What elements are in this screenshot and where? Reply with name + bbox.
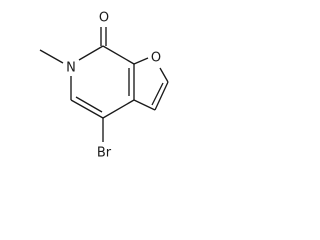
bond-c4-c3a	[102, 99, 135, 119]
atom-labels: O N O Br	[66, 11, 161, 161]
atom-nitrogen: N	[66, 61, 76, 76]
bond-c5-c4-b	[75, 96, 103, 113]
atom-oxygen-furan: O	[151, 51, 161, 66]
bond-c2-c3-b	[151, 82, 164, 106]
bond-c7-n	[78, 45, 104, 61]
atom-oxygen-carbonyl: O	[99, 11, 109, 26]
atom-bromine: Br	[97, 146, 112, 161]
bond-ofuran-c2	[159, 67, 169, 83]
bond-n-methyl	[39, 49, 64, 64]
bond-c5-c4-a	[70, 99, 104, 119]
bond-c2-c3-a	[154, 81, 169, 111]
bonds	[39, 27, 169, 142]
bond-c3-c3a	[133, 99, 156, 111]
bond-c7a-ofuran	[133, 57, 149, 65]
molecule-structure: O N O Br	[39, 11, 169, 161]
bond-c7a-c7	[102, 45, 135, 65]
